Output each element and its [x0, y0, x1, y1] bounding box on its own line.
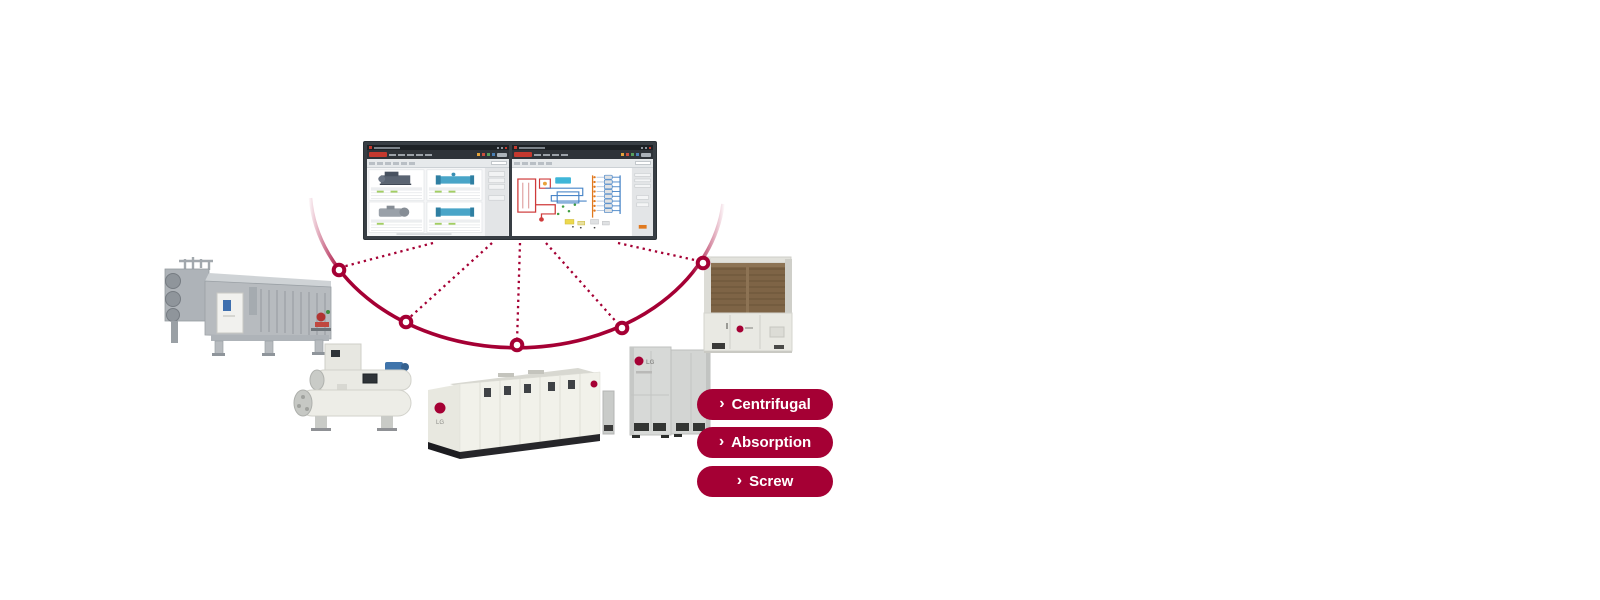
catalog-canvas — [367, 168, 509, 236]
controller-display — [362, 373, 378, 384]
toolbar-icon — [631, 153, 634, 156]
catalog-content — [367, 168, 509, 236]
control-cabinet — [216, 292, 244, 334]
toolbar-chip — [641, 152, 651, 157]
app-logo-chip — [369, 152, 387, 157]
window-title-text — [374, 146, 400, 149]
search-field — [635, 161, 651, 165]
lg-logo-mark-right — [590, 380, 598, 388]
absorption-button-label: Absorption — [731, 434, 812, 451]
window-titlebar — [367, 145, 509, 150]
chevron-right-icon: › — [719, 394, 725, 412]
connection-node — [398, 314, 414, 330]
hub-nodes — [331, 255, 711, 353]
connection-node — [331, 262, 347, 278]
toolbar-chip — [496, 152, 507, 157]
app-icon — [513, 146, 517, 149]
close-icon — [649, 146, 651, 149]
lg-logo-text: LG — [436, 420, 444, 426]
monitoring-screen — [363, 141, 657, 240]
app-icon — [369, 146, 372, 149]
toolbar-icon — [491, 153, 495, 156]
search-field — [490, 161, 507, 165]
maximize-icon — [645, 146, 647, 149]
status-dots — [556, 203, 576, 216]
chevron-right-icon: › — [736, 471, 743, 489]
toolbar-icon — [481, 153, 485, 156]
screw-button[interactable]: › Screw — [697, 466, 833, 497]
indoor-unit-manifold — [591, 174, 621, 218]
window-ribbon — [367, 159, 509, 168]
blue-pipe-loop — [544, 187, 587, 204]
maximize-icon — [500, 146, 503, 149]
absorption-chiller-image — [164, 257, 332, 356]
centrifugal-chiller-image — [293, 343, 412, 431]
product-cards — [368, 169, 483, 233]
toolbar-icon — [476, 153, 480, 156]
connection-node — [614, 320, 630, 336]
air-handling-unit-image: LG — [428, 368, 601, 459]
schematic-content — [511, 168, 653, 236]
toolbar-icon — [636, 153, 639, 156]
lg-logo-mark — [736, 325, 744, 333]
minimize-icon — [641, 146, 643, 149]
window-ribbon — [511, 159, 653, 168]
connection-node — [695, 255, 711, 271]
absorption-button[interactable]: › Absorption — [697, 427, 833, 458]
toolbar-icon — [621, 153, 624, 156]
window-title-text — [518, 146, 545, 149]
close-icon — [504, 146, 507, 149]
lg-logo-text: LG — [646, 360, 655, 366]
chevron-right-icon: › — [718, 432, 725, 450]
cabinet-screen — [223, 300, 231, 311]
connection-node — [509, 337, 525, 353]
dotted-connector-lines — [341, 241, 700, 343]
panel-button — [638, 224, 647, 229]
window-titlebar — [511, 145, 653, 150]
red-valve — [311, 310, 331, 331]
centrifugal-button-label: Centrifugal — [731, 396, 811, 413]
centrifugal-button[interactable]: › Centrifugal — [697, 389, 833, 420]
inspection-windows — [484, 380, 575, 397]
piping-schematic-window — [511, 145, 653, 236]
equipment-catalog-window — [367, 145, 509, 236]
red-pipe-loop — [516, 178, 556, 222]
intake-vents — [634, 423, 705, 431]
window-toolbar — [367, 150, 509, 159]
window-toolbar — [511, 150, 653, 159]
lg-logo-mark — [434, 402, 446, 414]
vrf-outdoor-units-image: LG — [602, 346, 711, 438]
packaged-air-cooled-unit-image — [703, 256, 793, 353]
toolbar-icon — [486, 153, 490, 156]
minimize-icon — [496, 146, 499, 149]
highlighted-cells — [376, 190, 456, 225]
cyan-unit-block — [554, 177, 571, 184]
lg-logo-mark — [634, 356, 644, 366]
connection-panel — [769, 326, 785, 338]
app-logo-chip — [513, 152, 532, 157]
bottom-equipment — [564, 219, 610, 229]
spec-tables — [370, 187, 481, 231]
toolbar-icon — [626, 153, 629, 156]
screw-button-label: Screw — [749, 473, 794, 490]
schematic-canvas — [511, 168, 653, 236]
